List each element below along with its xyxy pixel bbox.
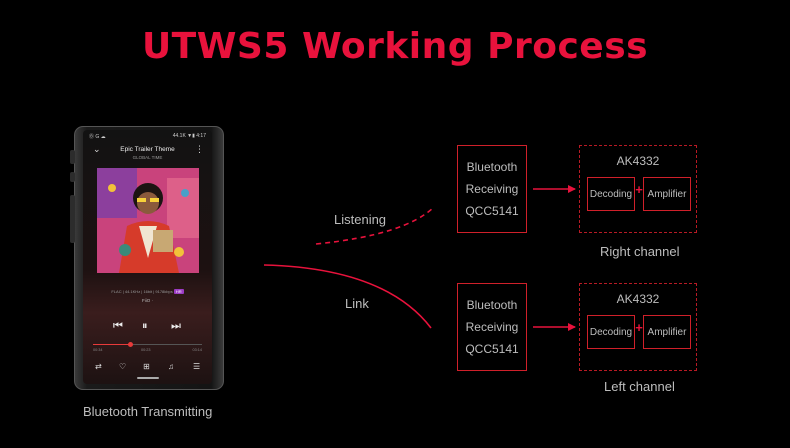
transmitter-caption: Bluetooth Transmitting	[83, 404, 213, 419]
plus-sign: +	[635, 320, 643, 335]
status-bar: Ⓑ G ☁ 44.1K ▼▮ 4:17	[87, 133, 208, 141]
right-bluetooth-receiver: Bluetooth Receiving QCC5141	[457, 145, 527, 233]
hires-badge: HR	[173, 289, 184, 294]
skip-previous-icon[interactable]: ⏮	[113, 320, 123, 332]
progress-handle[interactable]	[128, 342, 134, 347]
queue-icon[interactable]: ☰	[193, 362, 201, 371]
total-time: 03:14	[192, 348, 202, 352]
ak-chip-label: AK4332	[616, 292, 660, 306]
bt-line: Bluetooth	[466, 298, 518, 312]
center-time: 00:23	[141, 348, 151, 352]
amplifier-block: Amplifier	[643, 177, 691, 211]
bt-line: QCC5141	[465, 342, 519, 356]
right-dac-amp: AK4332 Decoding + Amplifier	[579, 145, 697, 233]
listening-curve	[315, 206, 435, 245]
filter-info: FiiO ·	[142, 298, 153, 303]
device-side-button	[70, 150, 75, 164]
amplifier-block: Amplifier	[643, 315, 691, 349]
left-bluetooth-receiver: Bluetooth Receiving QCC5141	[457, 283, 527, 371]
device-side-button	[70, 172, 75, 182]
ak-chip-label: AK4332	[616, 154, 660, 168]
codec-text: FLAC | 44.1KHz | 16bit | 9178kbps	[111, 289, 173, 294]
bt-line: Receiving	[465, 320, 519, 334]
link-label: Link	[345, 296, 369, 311]
left-dac-amp: AK4332 Decoding + Amplifier	[579, 283, 697, 371]
device-side-button	[70, 195, 75, 243]
album-cover-art	[97, 168, 199, 273]
progress-fill	[93, 344, 131, 345]
status-right: 44.1K ▼▮ 4:17	[172, 133, 206, 139]
left-channel-caption: Left channel	[604, 379, 675, 394]
chevron-down-icon[interactable]: ⌄	[93, 144, 101, 154]
heart-icon[interactable]: ♡	[119, 362, 127, 371]
codec-info: FLAC | 44.1KHz | 16bit | 9178kbps HR	[83, 289, 212, 294]
track-artist: GLOBAL TIME	[132, 155, 163, 160]
shuffle-icon[interactable]: ⇄	[95, 362, 102, 371]
plus-sign: +	[635, 182, 643, 197]
track-title: Epic Trailer Theme	[120, 146, 175, 153]
decoding-block: Decoding	[587, 177, 635, 211]
link-curve	[263, 264, 432, 329]
progress-bar[interactable]	[93, 342, 202, 347]
playback-controls: ⏮ ⏸ ⏭	[83, 320, 212, 334]
person-music-icon[interactable]: ♫	[168, 362, 174, 371]
bt-line: Bluetooth	[466, 160, 518, 174]
skip-next-icon[interactable]: ⏭	[171, 320, 181, 332]
decoding-block: Decoding	[587, 315, 635, 349]
page-title: UTWS5 Working Process	[141, 26, 649, 67]
bt-line: Receiving	[465, 182, 519, 196]
album-cover	[97, 168, 199, 273]
listening-label: Listening	[334, 212, 387, 227]
add-box-icon[interactable]: ⊞	[143, 362, 150, 371]
right-channel-caption: Right channel	[600, 244, 680, 259]
elapsed-time: 00:34	[93, 348, 103, 352]
status-left: Ⓑ G ☁	[89, 134, 106, 140]
bottom-toolbar: ⇄ ♡ ⊞ ♫ ☰	[83, 362, 212, 372]
player-screen: Ⓑ G ☁ 44.1K ▼▮ 4:17 ⌄ ⋮ Epic Trailer The…	[83, 130, 212, 384]
bt-line: QCC5141	[465, 204, 519, 218]
home-indicator	[137, 377, 159, 379]
more-vert-icon[interactable]: ⋮	[195, 144, 204, 154]
pause-icon[interactable]: ⏸	[142, 320, 148, 332]
